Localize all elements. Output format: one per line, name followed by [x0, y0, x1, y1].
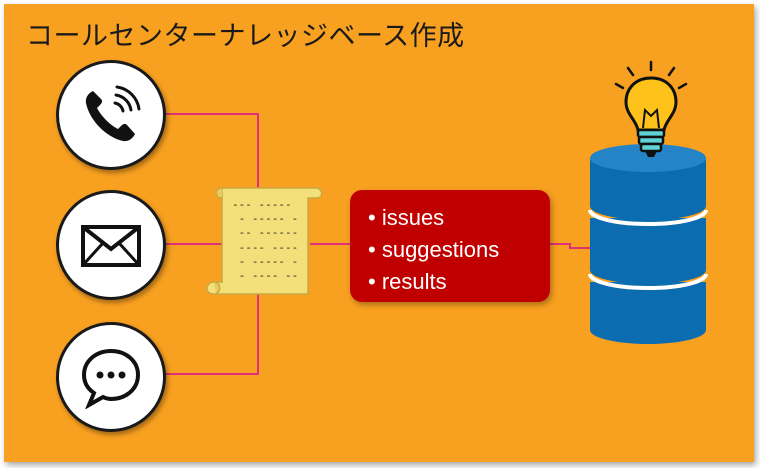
transcript-line: - ----- - — [232, 254, 299, 268]
summary-item-suggestions: suggestions — [368, 234, 550, 266]
mail-icon — [81, 225, 141, 267]
transcript-line: - ---- -- — [232, 269, 299, 283]
chat-channel — [56, 322, 166, 432]
transcript-line: ---- ---- — [232, 240, 299, 254]
summary-box: issues suggestions results — [350, 190, 550, 302]
summary-list: issues suggestions results — [350, 190, 550, 298]
summary-item-results: results — [368, 266, 550, 298]
lightbulb-icon — [614, 60, 688, 157]
phone-icon — [85, 85, 141, 142]
transcript-line: --- ----- — [232, 198, 292, 211]
connector-phone — [160, 113, 259, 196]
summary-item-issues: issues — [368, 202, 550, 234]
database-icon — [588, 144, 708, 344]
diagram-title: コールセンターナレッジベース作成 — [26, 21, 465, 52]
scroll-icon — [206, 187, 323, 295]
transcript-lines: --- ----- - ----- - -- ------ ---- ---- … — [232, 198, 298, 283]
transcript-line: - ----- - — [232, 212, 299, 226]
transcript-line: -- ------ — [232, 226, 299, 240]
mail-channel — [56, 190, 166, 300]
chat-bubble-icon — [81, 348, 141, 409]
connector-summary-to-db — [550, 243, 590, 249]
connector-chat — [160, 290, 259, 375]
phone-channel — [56, 60, 166, 170]
